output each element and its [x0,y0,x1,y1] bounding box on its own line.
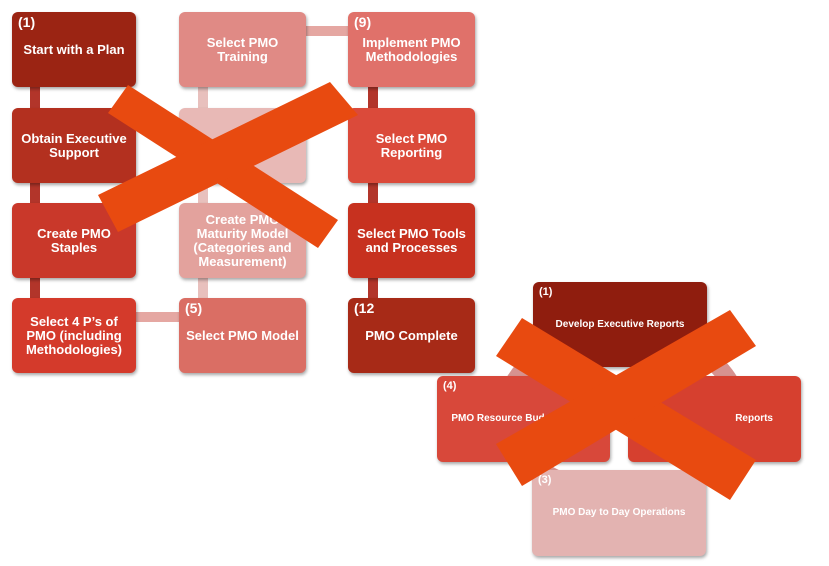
step-select-pmo-model: (5) Select PMO Model [179,298,306,373]
step-obtain-executive-support: Obtain Executive Support [12,108,136,183]
step-implement-pmo-methodologies: (9) Implement PMO Methodologies [348,12,475,87]
step-select-pmo-training: Select PMO Training [179,12,306,87]
cycle-number: (4) [443,380,457,392]
step-label: Select PMO Tools and Processes [357,225,466,255]
step-start-with-a-plan: (1) Start with a Plan [12,12,136,87]
step-select-4-ps: Select 4 P’s of PMO (including Methodolo… [12,298,136,373]
step-number: (1) [18,14,36,30]
connector-top [300,26,355,36]
step-label: Select PMO Reporting [375,130,448,160]
cycle-label: Reports [735,413,773,424]
step-pmo-complete: (12 PMO Complete [348,298,475,373]
step-create-pmo-staples: Create PMO Staples [12,203,136,278]
step-label: Select PMO Training [206,34,279,64]
step-label: Create PMO Maturity Model (Categories an… [193,211,292,269]
cycle-item-develop-executive-reports: (1) Develop Executive Reports [533,282,707,367]
step-label: Select PMO Model [186,327,299,343]
step-number: (9) [354,14,372,30]
step-select-pmo-tools: Select PMO Tools and Processes [348,203,475,278]
step-label: Implement PMO Methodologies [362,34,461,64]
cycle-item-reports: Reports [628,376,801,462]
connector-bottom [130,312,185,322]
cycle-label: PMO Day to Day Operations [552,507,686,518]
step-create-pmo-maturity-model: Create PMO Maturity Model (Categories an… [179,203,306,278]
cycle-number: (1) [539,286,553,298]
cycle-item-pmo-day-to-day: (3) PMO Day to Day Operations [532,470,706,556]
step-label: Create PMO Staples [37,225,111,255]
step-label: Start with a Plan [23,41,125,57]
cycle-label: PMO Resource Budget [451,413,560,424]
cycle-number: (3) [538,474,552,486]
step-number: (12 [354,300,375,316]
step-number: (5) [185,300,203,316]
step-label: Select 4 P’s of PMO (including Methodolo… [25,313,123,357]
connector-col3 [368,70,378,310]
step-label: PMO Complete [365,327,458,343]
step-hidden [179,108,306,183]
cycle-item-pmo-resource-budget: (4) PMO Resource Budget [437,376,610,462]
cycle-label: Develop Executive Reports [555,318,685,330]
step-label: Obtain Executive Support [21,130,127,160]
connector-col1 [30,70,40,310]
step-select-pmo-reporting: Select PMO Reporting [348,108,475,183]
